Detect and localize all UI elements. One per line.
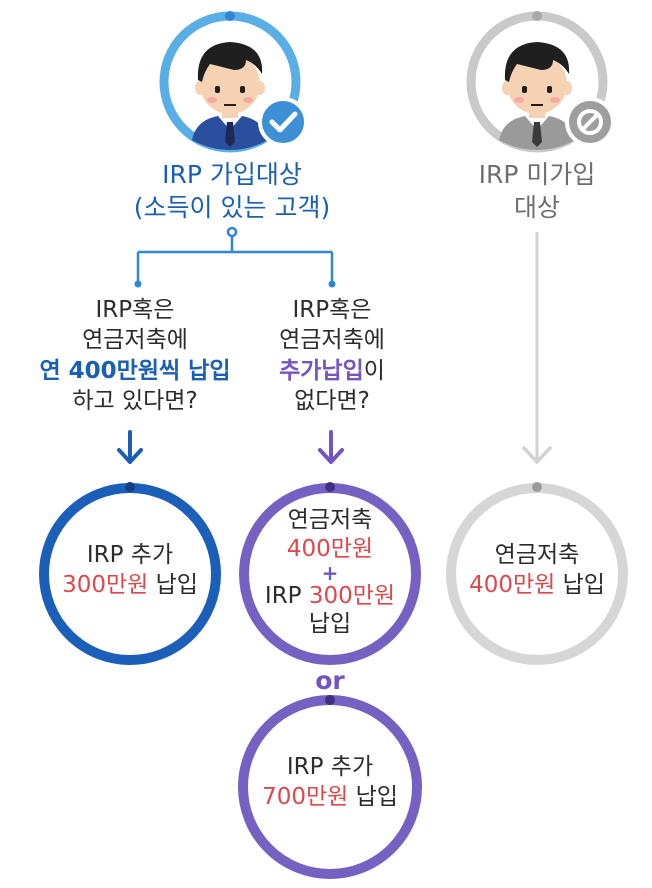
ineligible-title-line2: 대상 <box>513 193 560 222</box>
result-middle-line3: IRP 300만원 <box>240 582 420 611</box>
result-alt-suffix: 납입 <box>348 784 398 811</box>
branch-left-question: IRP혹은 연금저축에 연 400만원씩 납입 하고 있다면? <box>30 295 240 416</box>
result-left-amount: 300만원 <box>62 572 149 599</box>
eligible-title-line1: IRP 가입대상 <box>162 160 302 189</box>
ineligible-title-line1: IRP 미가입 <box>478 160 596 189</box>
blue-arrow-icon <box>117 430 143 464</box>
result-right-suffix: 납입 <box>555 572 605 599</box>
eligible-title: IRP 가입대상 (소득이 있는 고객) <box>130 158 334 224</box>
result-left-suffix: 납입 <box>148 572 198 599</box>
plus-icon: + <box>321 560 339 585</box>
branch-dot-left <box>134 280 142 288</box>
check-icon <box>269 111 298 133</box>
branch-middle-highlight: 추가납입 <box>279 357 364 384</box>
result-middle-amount2: 300만원 <box>308 582 396 609</box>
result-alt-text: IRP 추가 700만원 납입 <box>240 752 420 813</box>
branch-middle-line4: 없다면? <box>294 388 370 415</box>
branch-middle-line2: 연금저축에 <box>279 327 385 354</box>
result-right-text: 연금저축 400만원 납입 <box>447 540 627 601</box>
gray-arrow-icon <box>522 446 552 464</box>
prohibited-icon <box>577 109 603 135</box>
result-left-text: IRP 추가 300만원 납입 <box>40 540 220 601</box>
result-ring-right <box>446 482 628 665</box>
purple-arrow-icon <box>318 430 344 464</box>
result-alt-line1: IRP 추가 <box>286 754 374 780</box>
branch-left-highlight: 연 400만원씩 납입 <box>39 357 231 384</box>
branch-left-line2: 연금저축에 <box>82 327 188 354</box>
eligible-avatar <box>159 11 308 153</box>
branch-middle-line1: IRP혹은 <box>292 297 372 323</box>
result-alt-line2: 700만원 납입 <box>240 782 420 812</box>
result-right-line2: 400만원 납입 <box>447 570 627 600</box>
result-middle-amount1: 400만원 <box>286 535 374 562</box>
branch-left-line4: 하고 있다면? <box>72 388 198 415</box>
result-left-line2: 300만원 납입 <box>40 570 220 600</box>
check-badge <box>258 97 308 147</box>
branch-dot-right <box>328 280 336 288</box>
branch-tree <box>136 226 334 281</box>
result-ring-middle <box>239 482 421 665</box>
result-middle-text: 연금저축 400만원 + IRP 300만원 납입 <box>240 506 420 639</box>
result-left-line1: IRP 추가 <box>86 542 174 568</box>
result-right-line1: 연금저축 <box>494 542 580 568</box>
branch-middle-question: IRP혹은 연금저축에 추가납입이 없다면? <box>240 295 424 416</box>
result-right-amount: 400만원 <box>469 572 556 599</box>
branch-middle-line3-rest: 이 <box>363 357 385 384</box>
branch-left-line1: IRP혹은 <box>95 297 175 323</box>
result-ring-left <box>39 482 221 665</box>
branch-middle-line3: 추가납입이 <box>240 356 424 386</box>
result-middle-line1: 연금저축 <box>287 507 373 533</box>
eligible-title-line2: (소득이 있는 고객) <box>133 193 331 222</box>
ineligible-avatar <box>466 11 615 153</box>
result-ring-alt <box>238 695 422 879</box>
result-middle-line4: 납입 <box>308 611 352 638</box>
or-label: or <box>315 666 345 695</box>
result-middle-line3-prefix: IRP <box>264 582 309 609</box>
ineligible-title: IRP 미가입 대상 <box>450 158 624 224</box>
result-alt-amount: 700만원 <box>262 784 349 811</box>
